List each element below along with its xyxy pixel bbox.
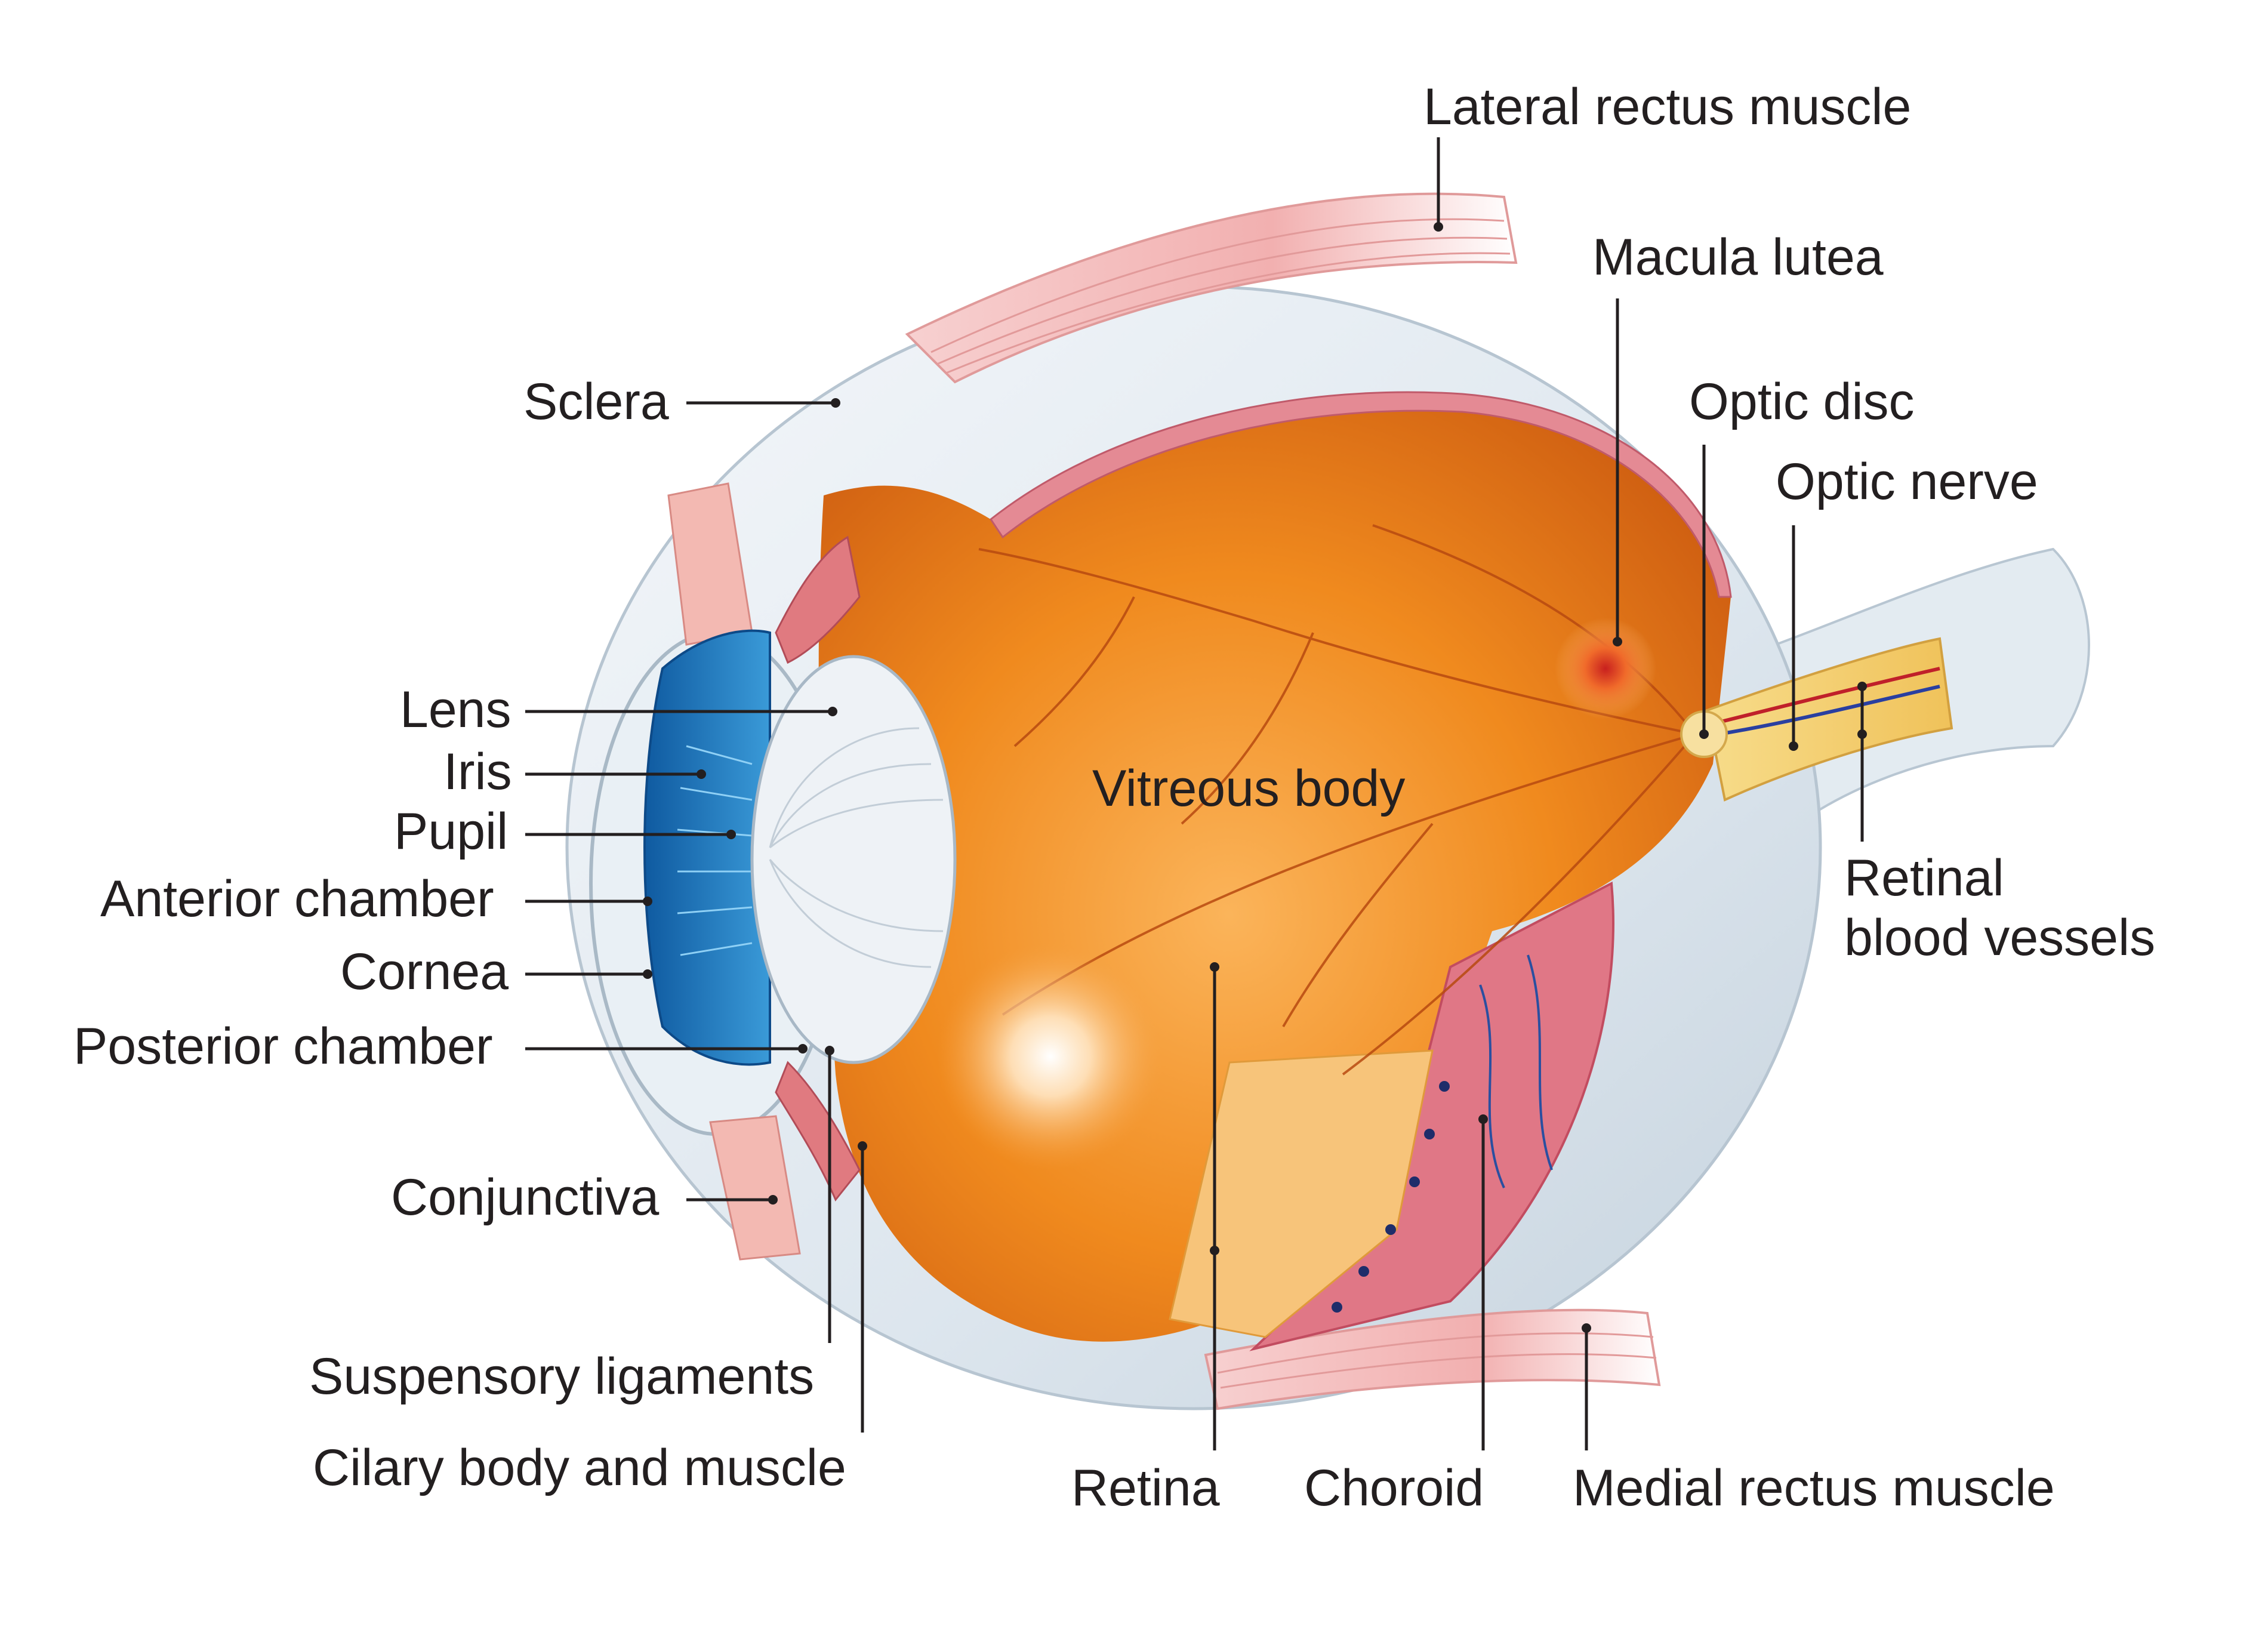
label-iris: Iris [443, 743, 512, 800]
retinal-vessel-network [978, 524, 1696, 1076]
ciliary-body-lower [775, 1061, 861, 1202]
retina-layer-shape [1169, 1049, 1434, 1338]
label-retinal-blood-vessels-line1: Retinal [1844, 849, 2004, 907]
label-optic-disc: Optic disc [1689, 373, 1915, 430]
label-pupil: Pupil [394, 803, 508, 860]
label-retina: Retina [1071, 1459, 1220, 1517]
retinal-artery-line [1718, 685, 1940, 736]
label-posterior-chamber: Posterior chamber [73, 1018, 493, 1075]
upper-wall-strip [989, 391, 1732, 598]
label-optic-nerve: Optic nerve [1776, 453, 2038, 510]
label-anterior-chamber: Anterior chamber [100, 870, 494, 928]
light-reflection [937, 943, 1164, 1170]
label-medial-rectus-muscle: Medial rectus muscle [1573, 1459, 2055, 1517]
medial-rectus-muscle-shape [1204, 1308, 1661, 1410]
label-retinal-blood-vessels-line2: blood vessels [1844, 909, 2155, 966]
label-macula-lutea: Macula lutea [1592, 229, 1884, 286]
macula-lutea-spot [1555, 618, 1656, 719]
leader-lines [525, 137, 1867, 1450]
lens-shape [750, 655, 957, 1064]
label-conjunctiva: Conjunctiva [391, 1169, 660, 1226]
ciliary-body-upper [775, 535, 861, 664]
label-sclera: Sclera [523, 373, 669, 430]
label-choroid: Choroid [1304, 1459, 1484, 1517]
label-lens: Lens [400, 681, 511, 738]
conjunctiva-lower-shape [709, 1115, 801, 1261]
iris-shape [643, 629, 771, 1066]
label-lateral-rectus-muscle: Lateral rectus muscle [1423, 78, 1911, 135]
label-ciliary-body-and-muscle: Cilary body and muscle [313, 1439, 846, 1496]
label-suspensory-ligaments: Suspensory ligaments [309, 1348, 814, 1405]
label-cornea: Cornea [340, 943, 509, 1000]
label-vitreous-body: Vitreous body [1092, 760, 1405, 817]
retinal-vein-line [1718, 667, 1940, 724]
choroid-layer-shape [1249, 881, 1614, 1351]
